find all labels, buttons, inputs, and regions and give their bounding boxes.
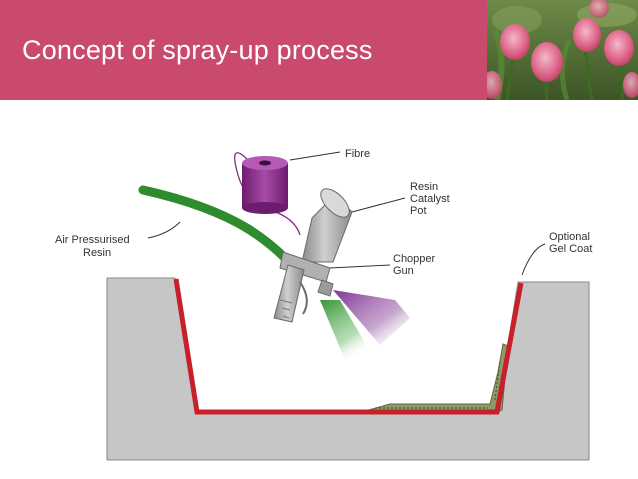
leader-fibre [289, 151, 341, 161]
leader-pot [351, 197, 406, 213]
chopper-gun [273, 188, 353, 323]
laminate-layer [364, 343, 509, 413]
spray-cone [333, 290, 410, 345]
fibre-spool [242, 156, 288, 214]
laminate-texture [375, 359, 501, 409]
leader-air [147, 221, 181, 239]
label-gel-coat: Gel Coat [549, 243, 592, 255]
slide-title: Concept of spray-up process [22, 35, 373, 65]
resin-spray [320, 300, 375, 360]
spray-up-diagram: Fibre Resin Catalyst Pot Air Pressurised… [55, 148, 592, 461]
label-pot: Pot [410, 205, 427, 217]
tulip-photo [487, 0, 638, 100]
label-chopper: Chopper [393, 253, 436, 265]
label-resin-air: Resin [83, 247, 111, 259]
label-optional: Optional [549, 231, 590, 243]
label-gun: Gun [393, 265, 414, 277]
label-catalyst: Catalyst [410, 193, 450, 205]
label-air-pressurised: Air Pressurised [55, 234, 130, 246]
leader-gelcoat [521, 243, 546, 276]
gel-coat [173, 278, 524, 415]
label-fibre: Fibre [345, 148, 370, 160]
tulip-photo-art [487, 0, 638, 100]
resin-hose [138, 185, 290, 263]
title-bar: Concept of spray-up process [0, 0, 487, 100]
leader-gun [329, 264, 391, 269]
label-resin: Resin [410, 181, 438, 193]
